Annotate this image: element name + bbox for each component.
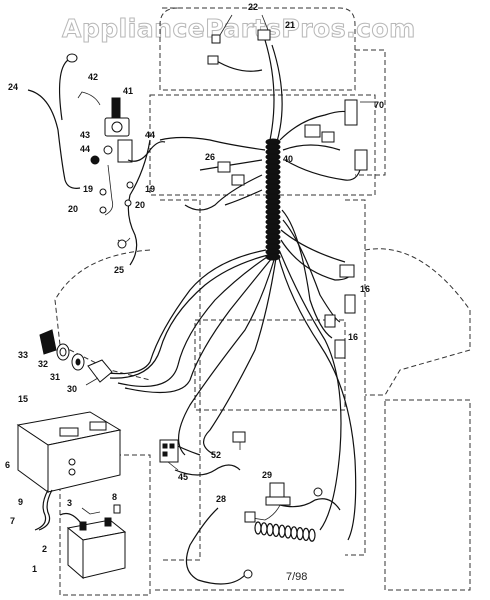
callout-c52: 52 xyxy=(211,450,221,460)
callout-c20b: 20 xyxy=(135,200,145,210)
callout-c2: 2 xyxy=(42,544,47,554)
cord-loop xyxy=(278,524,286,538)
connectors-26 xyxy=(217,161,245,186)
callout-c40: 40 xyxy=(283,154,293,164)
callout-c20a: 20 xyxy=(68,204,78,214)
battery-cables xyxy=(34,489,53,531)
light-assembly xyxy=(39,329,113,386)
cord-loop xyxy=(254,521,262,535)
callout-c33: 33 xyxy=(18,350,28,360)
callout-c25: 25 xyxy=(114,265,124,275)
fuse-holder-45 xyxy=(159,439,179,471)
cord-loop xyxy=(290,526,298,540)
callout-c26: 26 xyxy=(205,152,215,162)
switches-16 xyxy=(324,264,356,359)
cord-loop xyxy=(302,527,310,542)
callout-c42: 42 xyxy=(88,72,98,82)
cord-loop xyxy=(260,522,268,536)
harness-wires xyxy=(99,39,363,541)
callout-c32: 32 xyxy=(38,359,48,369)
callout-c6: 6 xyxy=(5,460,10,470)
callout-c28: 28 xyxy=(216,494,226,504)
callout-c45: 45 xyxy=(178,472,188,482)
cord-loop xyxy=(308,528,316,542)
cord-loop xyxy=(272,523,280,538)
harness-coil xyxy=(265,138,281,261)
callout-c43: 43 xyxy=(80,130,90,140)
seat-switch-29 xyxy=(244,482,341,523)
callout-c3: 3 xyxy=(67,498,72,508)
callout-c8: 8 xyxy=(112,492,117,502)
callout-c16b: 16 xyxy=(348,332,358,342)
cord-loop xyxy=(296,526,304,541)
callout-c16a: 16 xyxy=(360,284,370,294)
ignition-switch-assembly xyxy=(77,91,166,249)
watermark: AppliancePartsPros.com xyxy=(62,14,416,44)
callout-c24: 24 xyxy=(8,82,18,92)
battery-box xyxy=(16,411,122,493)
callout-c70: 70 xyxy=(374,100,384,110)
battery xyxy=(59,504,127,580)
date-code: 7/98 xyxy=(286,571,307,583)
callout-c29: 29 xyxy=(262,470,272,480)
cord-loop xyxy=(284,525,292,539)
wire-28 xyxy=(185,507,253,585)
callout-c31: 31 xyxy=(50,372,60,382)
callout-c19b: 19 xyxy=(145,184,155,194)
callout-c7: 7 xyxy=(10,516,15,526)
wire-24 xyxy=(27,53,81,189)
solenoid-70 xyxy=(304,99,375,171)
callout-c21: 21 xyxy=(285,20,295,30)
callout-c41: 41 xyxy=(123,86,133,96)
top-connectors xyxy=(207,14,271,65)
callout-c19a: 19 xyxy=(83,184,93,194)
callout-c1: 1 xyxy=(32,564,37,574)
connector-52 xyxy=(232,431,246,450)
callout-c44b: 44 xyxy=(145,130,155,140)
callout-c15: 15 xyxy=(18,394,28,404)
coiled-cord xyxy=(254,521,316,542)
callout-c22: 22 xyxy=(248,2,258,12)
coil-turn xyxy=(265,253,281,261)
callout-c30: 30 xyxy=(67,384,77,394)
cord-loop xyxy=(266,522,274,537)
callout-c9: 9 xyxy=(18,497,23,507)
callout-c44a: 44 xyxy=(80,144,90,154)
